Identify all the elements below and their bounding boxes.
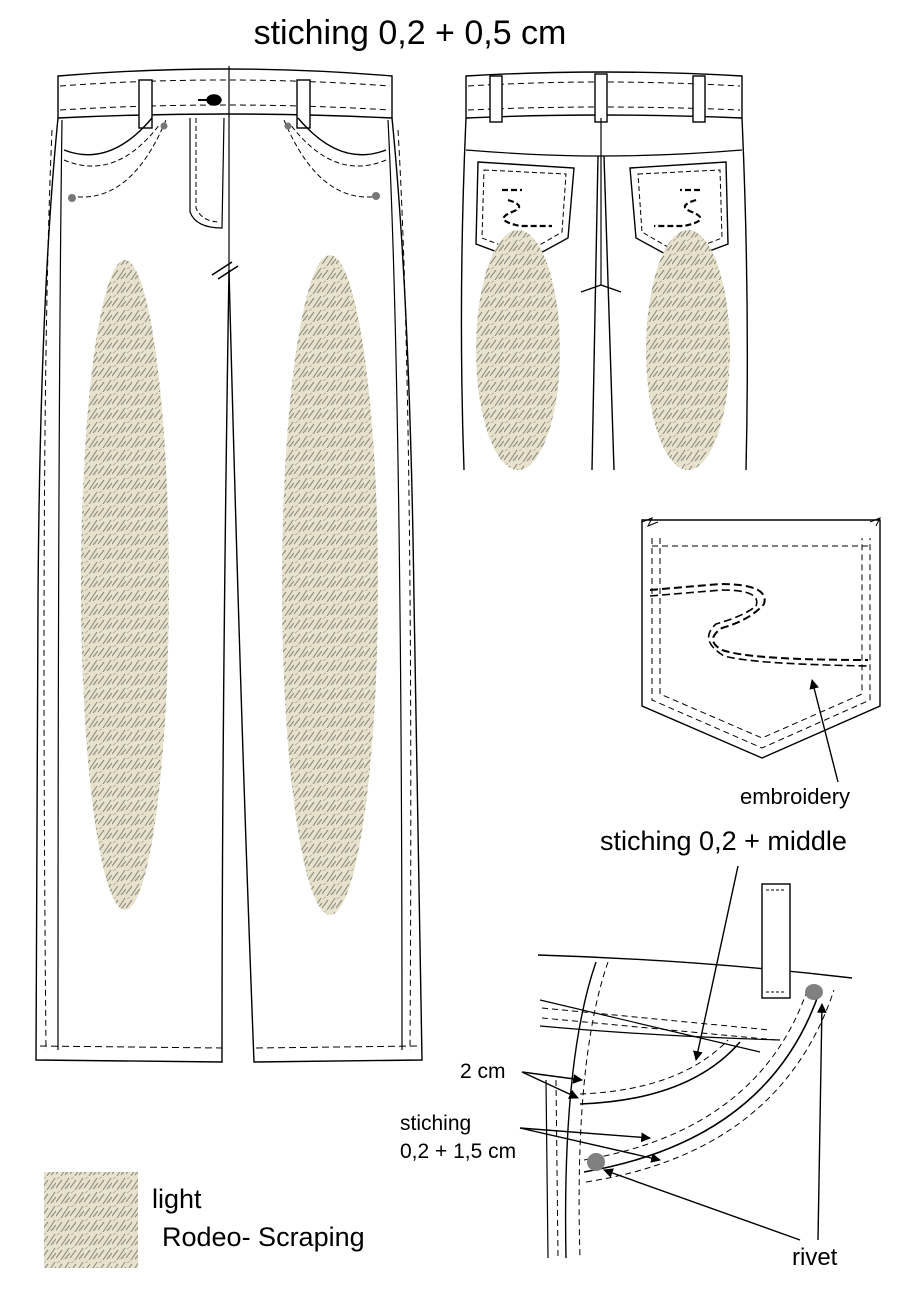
waistband-detail: [519, 865, 853, 1259]
embroidery-stitch: [649, 582, 869, 661]
back-right-leg: [603, 117, 749, 471]
back-scraping-left: [476, 230, 560, 470]
back-scraping-right: [646, 230, 730, 470]
front-waistband: [57, 68, 393, 119]
front-pocket-left: [63, 117, 153, 156]
rivet-top: [805, 984, 823, 1000]
back-pocket-left: [475, 161, 575, 263]
legend-swatch: [44, 1172, 138, 1268]
front-scraping-right: [282, 255, 378, 915]
stiching-middle-label: stiching 0,2 + middle: [600, 826, 847, 856]
back-belt-loop-right: [692, 75, 706, 123]
page-title: stiching 0,2 + 0,5 cm: [253, 14, 567, 52]
rivet-bottom: [587, 1153, 605, 1171]
rivet-label: rivet: [792, 1244, 838, 1271]
back-view: [460, 71, 749, 471]
legend-label-line2: Rodeo- Scraping: [162, 1222, 365, 1252]
two-cm-label: 2 cm: [460, 1060, 506, 1083]
embroidery-label: embroidery: [740, 784, 851, 809]
front-pocket-right: [297, 117, 387, 156]
front-belt-loop-left: [138, 79, 153, 129]
back-left-leg: [460, 117, 599, 471]
stiching-label-line2: 0,2 + 1,5 cm: [400, 1140, 517, 1163]
front-left-leg: [35, 117, 230, 1063]
front-fly: [189, 117, 225, 229]
stiching-label-line1: stiching: [400, 1112, 472, 1135]
back-belt-loop-left: [489, 75, 503, 123]
detail-belt-loop: [761, 883, 791, 999]
front-scraping-left: [81, 260, 169, 910]
front-right-leg: [228, 117, 423, 1063]
front-view: [35, 66, 423, 1063]
legend-label-line1: light: [152, 1184, 202, 1214]
front-belt-loop-right: [296, 79, 311, 129]
back-belt-loop-center: [594, 73, 608, 123]
pocket-detail: [641, 517, 882, 783]
front-button: [198, 94, 222, 106]
